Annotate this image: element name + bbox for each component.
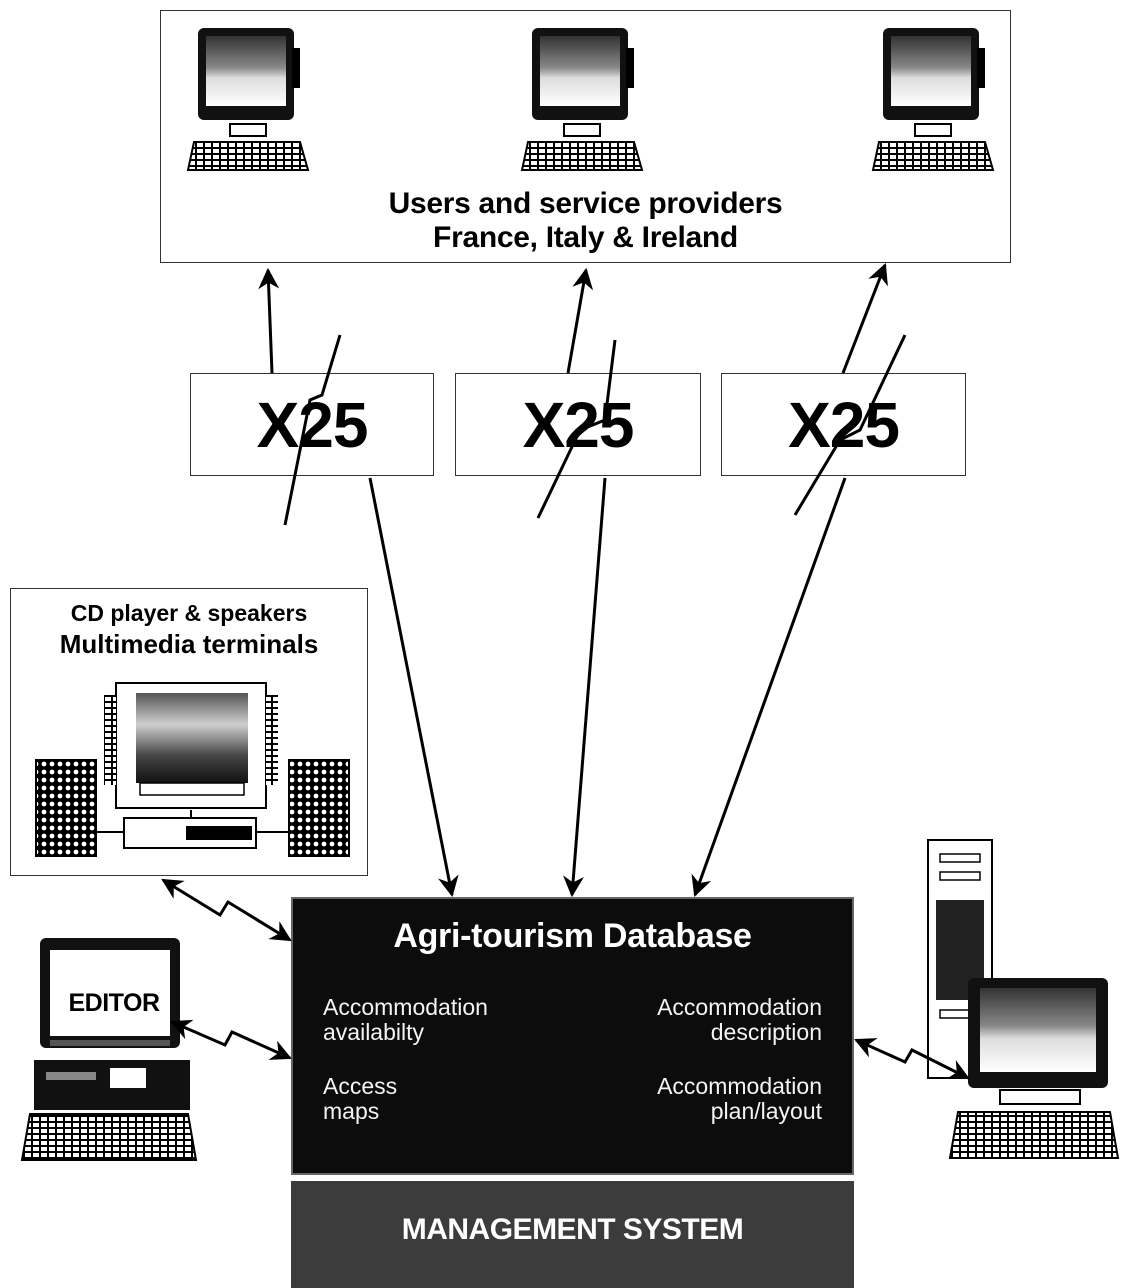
db-item-line: plan/layout xyxy=(710,1098,822,1124)
db-item-plan-layout: Accommodation plan/layout xyxy=(657,1074,822,1124)
db-item-description: Accommodation description xyxy=(657,995,822,1045)
multimedia-label-line2: Multimedia terminals xyxy=(59,629,319,659)
computer-terminal-icon xyxy=(948,978,1120,1159)
db-item-access-maps: Access maps xyxy=(323,1074,397,1124)
users-label-line2: France, Italy & Ireland xyxy=(433,221,738,254)
db-item-line: Accommodation xyxy=(657,1073,822,1099)
management-system-box: MANAGEMENT SYSTEM xyxy=(291,1181,854,1288)
db-item-line: maps xyxy=(323,1098,380,1124)
multimedia-label-line1: CD player & speakers xyxy=(70,600,308,626)
bidirectional-lightning-arrow-icon xyxy=(854,1038,970,1080)
x25-box-center: X25 xyxy=(455,373,701,476)
db-item-line: description xyxy=(710,1019,822,1045)
bidirectional-lightning-arrow-icon xyxy=(161,878,292,942)
database-title: Agri-tourism Database xyxy=(393,917,752,955)
users-label: Users and service providers France, Ital… xyxy=(161,187,1010,255)
db-item-line: availabilty xyxy=(323,1019,424,1045)
computer-terminal-icon xyxy=(872,27,994,171)
computer-terminal-icon xyxy=(521,27,643,171)
x25-box-right: X25 xyxy=(721,373,966,476)
db-item-line: Accommodation xyxy=(657,994,822,1020)
computer-terminal-icon xyxy=(187,27,309,171)
speaker-icon xyxy=(288,759,350,857)
x25-box-left: X25 xyxy=(190,373,434,476)
users-label-line1: Users and service providers xyxy=(388,187,783,220)
speaker-icon xyxy=(35,759,97,857)
bidirectional-lightning-arrow-icon xyxy=(258,263,907,526)
db-item-line: Access xyxy=(323,1073,398,1099)
db-item-line: Accommodation xyxy=(323,994,488,1020)
database-box: Agri-tourism Database Accommodation avai… xyxy=(291,897,854,1175)
editor-label: EDITOR xyxy=(68,988,161,1017)
link-arrows xyxy=(368,477,847,898)
editor-pc-icon xyxy=(20,938,198,1161)
management-system-label: MANAGEMENT SYSTEM xyxy=(401,1213,744,1246)
bidirectional-lightning-arrow-icon xyxy=(170,1019,292,1060)
db-item-availability: Accommodation availabilty xyxy=(323,995,488,1045)
multimedia-terminal-icon xyxy=(104,682,278,849)
